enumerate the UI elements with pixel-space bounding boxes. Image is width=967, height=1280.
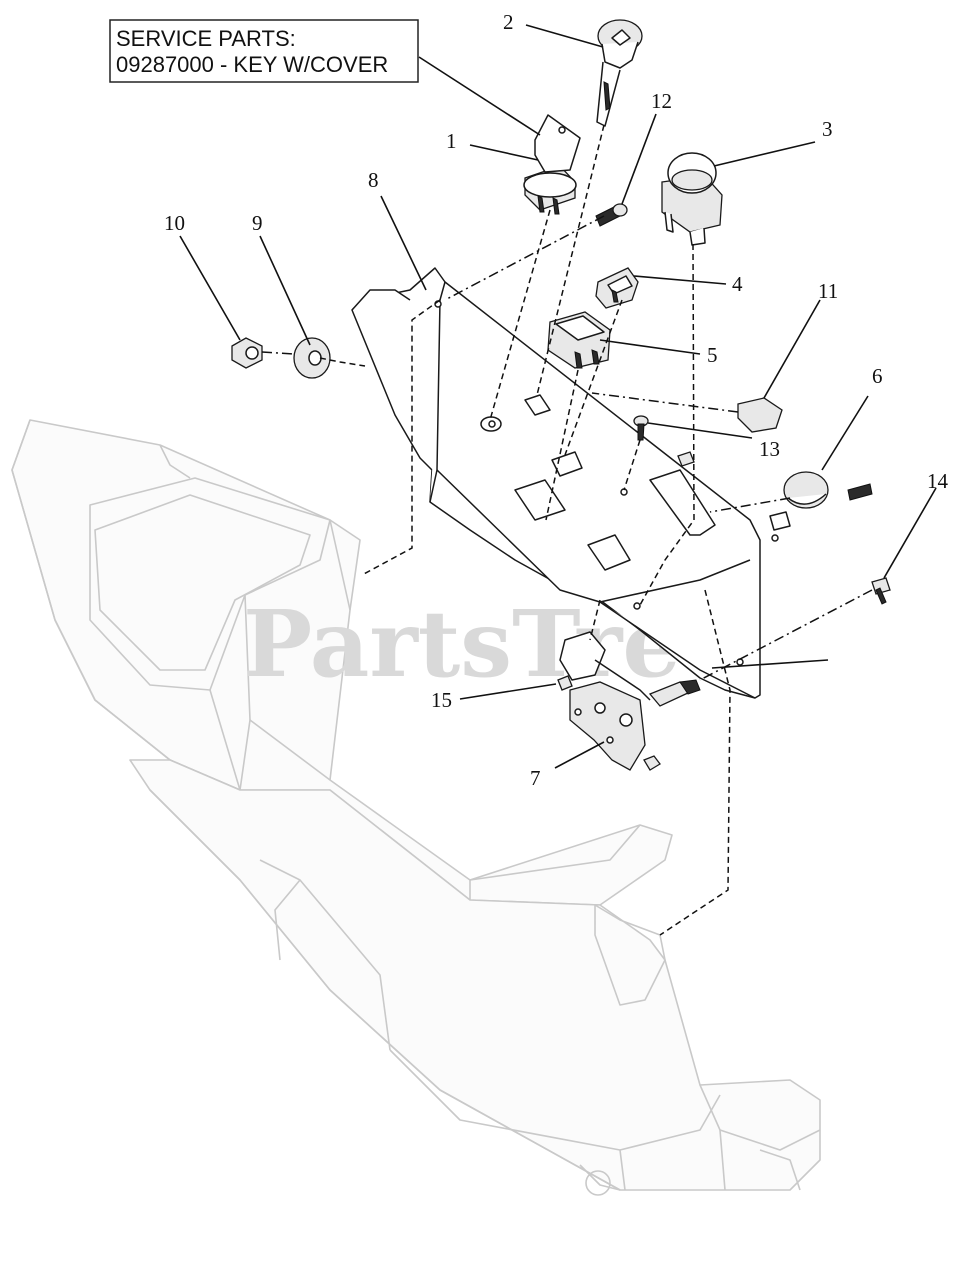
callout-3: 3 <box>822 117 833 141</box>
rocker-switch-small <box>595 267 639 309</box>
switch-bracket <box>557 631 701 771</box>
key <box>596 19 643 127</box>
service-box-part: 09287000 - KEY W/COVER <box>116 52 388 77</box>
callout-8: 8 <box>368 168 379 192</box>
callout-10: 10 <box>164 211 185 235</box>
callout-15: 15 <box>431 688 452 712</box>
screw-13 <box>633 415 695 467</box>
callout-6: 6 <box>872 364 883 388</box>
assembly-lines <box>261 124 873 936</box>
callout-5: 5 <box>707 343 718 367</box>
callout-11: 11 <box>818 279 838 303</box>
callout-2: 2 <box>503 10 514 34</box>
callout-7: 7 <box>530 766 541 790</box>
bolt-cap <box>737 397 783 433</box>
ignition-switch <box>523 114 581 215</box>
callout-4: 4 <box>732 272 743 296</box>
screw-12 <box>595 203 628 227</box>
callout-13: 13 <box>759 437 780 461</box>
knob <box>769 471 873 531</box>
washer <box>293 337 331 379</box>
callout-labels: 1 2 3 4 5 6 7 8 9 10 11 12 13 14 15 <box>164 10 949 790</box>
callout-14: 14 <box>927 469 949 493</box>
dash-panel <box>351 267 779 699</box>
screw-14 <box>871 577 891 605</box>
service-box-frame <box>109 19 419 83</box>
callout-9: 9 <box>252 211 263 235</box>
leader-lines <box>179 24 937 769</box>
callout-12: 12 <box>651 89 672 113</box>
callout-1: 1 <box>446 129 457 153</box>
service-box-title: SERVICE PARTS: <box>116 26 296 51</box>
service-parts-box: SERVICE PARTS: 09287000 - KEY W/COVER <box>109 19 419 83</box>
hex-nut <box>231 337 263 369</box>
console-body-outline <box>11 419 821 1196</box>
pto-switch <box>661 152 723 246</box>
